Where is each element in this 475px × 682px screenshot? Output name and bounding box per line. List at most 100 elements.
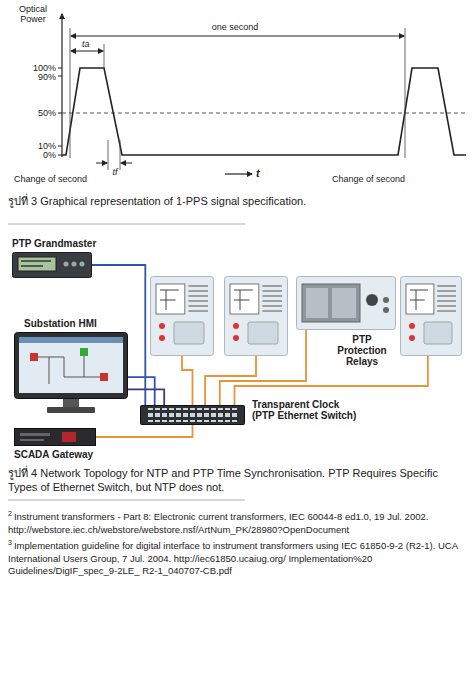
drawing-rect [63, 399, 79, 407]
network-cable [235, 356, 428, 405]
hmi-monitor-picture [14, 332, 128, 414]
time-markers [70, 28, 405, 170]
drawing-rect [302, 284, 360, 322]
protection-relay-picture [150, 276, 214, 356]
network-cable [128, 377, 155, 405]
drawing-line [188, 311, 208, 312]
drawing-rect [424, 322, 452, 344]
drawing-circle [159, 335, 165, 341]
drawing-rect [19, 337, 123, 393]
drawing-circle [159, 323, 165, 329]
network-cable [128, 389, 164, 405]
drawing-rect [15, 333, 128, 399]
device-label: PTP Protection Relays [330, 334, 394, 367]
level-label: 10% [20, 141, 56, 151]
fall-time-arrow [96, 163, 107, 164]
footnotes: 2Instrument transformers - Part 8: Elect… [8, 508, 468, 578]
drawing-circle [409, 335, 415, 341]
level-ticks [58, 68, 62, 155]
drawing-line [262, 301, 282, 302]
drawing-rect [297, 277, 396, 330]
separator-line [8, 224, 245, 225]
drawing-rect [80, 348, 88, 356]
drawing-line [58, 76, 62, 77]
drawing-line [262, 306, 282, 307]
scada-gateway: SCADA Gateway [14, 428, 96, 446]
scada-gateway-shape [14, 428, 96, 446]
ethernet-switch: Transparent Clock (PTP Ethernet Switch) [140, 405, 245, 425]
drawing-line [188, 296, 208, 297]
drawing-line [70, 28, 71, 158]
drawing-rect [174, 322, 204, 344]
drawing-line [58, 155, 62, 156]
drawing-circle [72, 262, 77, 267]
fall-time-label: tf [109, 167, 121, 177]
protection-relay [224, 276, 288, 356]
hmi-monitor-shape [14, 332, 128, 414]
drawing-rect [13, 253, 92, 278]
drawing-rect [332, 288, 356, 318]
drawing-circle [64, 262, 69, 267]
level-label: 100% [20, 63, 56, 73]
drawing-rect [230, 284, 259, 314]
drawing-line [437, 311, 456, 312]
rise-time-arrow [71, 51, 103, 52]
time-axis-label: t [256, 168, 268, 178]
ethernet-switch-picture [140, 405, 245, 425]
level-label: 90% [20, 72, 56, 82]
drawing-circle [233, 323, 239, 329]
protection-relay-shape [400, 276, 462, 356]
drawing-circle [233, 335, 239, 341]
period-label: one second [200, 22, 270, 32]
axis-title: Optical Power [8, 4, 58, 24]
drawing-rect [20, 433, 50, 436]
drawing-rect [47, 407, 95, 413]
drawing-line [104, 44, 105, 68]
one-second-arrow [71, 36, 404, 37]
grandmaster-clock: PTP Grandmaster [12, 238, 92, 278]
ethernet-switch-shape [140, 405, 245, 425]
drawing-line [405, 28, 406, 158]
device-label: Substation HMI [24, 318, 134, 329]
network-cable [182, 356, 193, 405]
footnote-text: Implementation guideline for digital int… [14, 540, 458, 551]
drawing-rect [62, 432, 76, 442]
drawing-line [262, 286, 282, 287]
drawing-rect [248, 322, 278, 344]
grandmaster-clock-picture [12, 252, 92, 278]
drawing-rect [406, 284, 434, 314]
protection-relay-shape [150, 276, 214, 356]
drawing-path [234, 290, 253, 310]
drawing-line [437, 286, 456, 287]
hmi-monitor: Substation HMI [14, 318, 128, 414]
drawing-line [437, 301, 456, 302]
drawing-rect [20, 439, 44, 441]
drawing-rect [19, 337, 123, 343]
level-label: 50% [20, 108, 56, 118]
drawing-rect [141, 406, 245, 425]
drawing-rect [30, 353, 38, 361]
drawing-circle [80, 262, 85, 267]
drawing-line [262, 296, 282, 297]
protection-relay-shape [296, 276, 396, 330]
drawing-line [58, 113, 62, 114]
drawing-line [188, 301, 208, 302]
drawing-line [437, 291, 456, 292]
drawing-g [262, 286, 282, 311]
drawing-rect [100, 373, 108, 381]
drawing-rect [146, 408, 239, 422]
footnote-number: 2 [8, 510, 12, 517]
protection-relay [400, 276, 462, 356]
change-of-second-label: Change of second [332, 174, 432, 184]
drawing-circle [409, 323, 415, 329]
drawing-rect [21, 265, 43, 267]
protection-relay-picture [296, 276, 396, 330]
drawing-rect [151, 277, 214, 356]
drawing-line [188, 286, 208, 287]
drawing-rect [306, 288, 328, 318]
footnote-text: Instrument transformers - Part 8: Electr… [14, 511, 429, 522]
drawing-line [262, 291, 282, 292]
separator-line [8, 500, 245, 501]
drawing-line [58, 68, 62, 69]
drawing-rect [225, 277, 288, 356]
